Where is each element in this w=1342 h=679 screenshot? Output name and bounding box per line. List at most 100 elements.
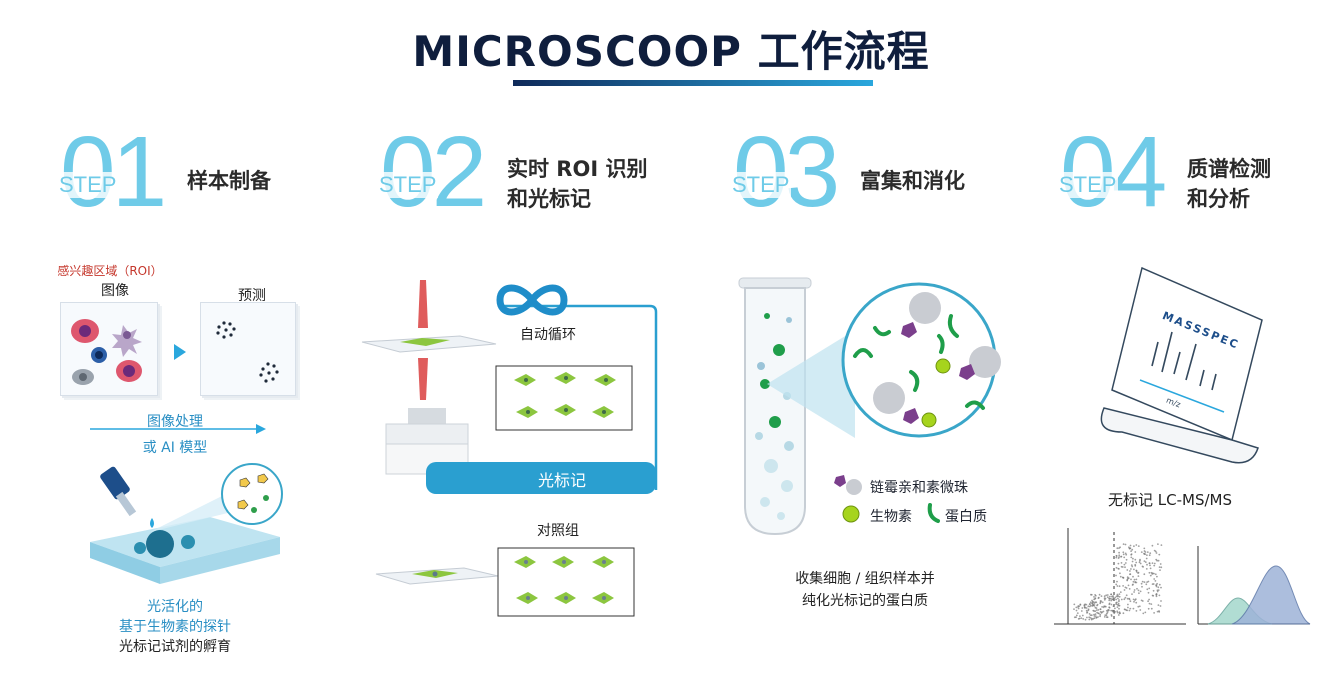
scatter-dot [1093,603,1096,605]
step-1-header: 01 STEP 样本制备 [57,122,360,250]
step-3-header: 03 STEP 富集和消化 [730,122,1033,250]
scatter-dot [1129,544,1132,547]
scatter-dot [1115,603,1118,606]
scatter-dot [1084,618,1087,621]
scatter-dot [1129,600,1132,603]
scatter-dot [1128,598,1131,601]
scatter-dot [1077,605,1080,607]
scatter-dot [1116,593,1119,596]
scatter-dot [1155,584,1157,586]
step-2-title-line1: 实时 ROI 识别 [507,157,648,181]
scatter-dot [1139,590,1142,593]
scatter-dot [1091,617,1093,620]
scatter-dot [1114,596,1117,599]
scatter-dot [1156,610,1159,613]
scatter-dot [1138,561,1141,564]
scatter-dot [1106,594,1109,596]
scatter-dot [1093,596,1095,598]
incubation-icon [90,463,283,584]
scatter-dot [1098,593,1101,596]
step-4-word: STEP [1057,172,1119,198]
scatter-dot [1091,599,1093,602]
scatter-dot [1152,589,1155,592]
scatter-dot [1116,606,1119,608]
scatter-dot [1143,573,1146,576]
bead-legend-label: 链霉亲和素微珠 [870,480,968,496]
scatter-dot [1141,580,1144,583]
scatter-dot [1124,566,1126,569]
scatter-dot [1132,583,1134,586]
scatter-dot [1101,606,1103,608]
cell-image-icon [71,319,142,385]
scatter-dot [1138,592,1140,595]
mass-spec-report-icon [1100,266,1263,464]
scatter-dot [1150,603,1153,605]
predict-label: 预测 [238,288,266,304]
scatter-dot [1137,545,1140,547]
scatter-dot [1122,612,1125,615]
scatter-dot [1144,611,1147,614]
scatter-dot [1115,583,1118,586]
scatter-dot [1115,598,1117,601]
scatter-dot [1099,602,1102,605]
scatter-dot [1094,597,1097,599]
scatter-dot [1110,609,1113,612]
image-card [60,302,158,396]
control-diagram [375,547,635,617]
biotin-legend-icon [842,505,860,523]
prediction-dots-icon [216,321,279,383]
scatter-dot [1153,612,1155,614]
step-4-title: 质谱检测 和分析 [1187,154,1271,214]
scatter-dot [1090,593,1093,596]
scatter-dot [1134,558,1137,561]
scatter-dot [1082,618,1085,620]
scatter-dot [1118,585,1121,588]
scatter-dot [1143,547,1146,550]
scatter-dot [1145,557,1148,560]
scatter-dot [1124,586,1127,589]
scatter-dot [1120,598,1123,601]
scatter-dot [1097,609,1100,611]
scatter-dot [1128,609,1131,612]
scatter-dot [1134,581,1137,583]
biotin-legend-label: 生物素 [870,509,912,525]
scatter-dot [1124,596,1127,599]
scatter-dot [1122,551,1125,554]
scatter-dot [1151,594,1154,597]
scatter-dot [1155,552,1158,554]
protein-legend-label: 蛋白质 [945,509,987,525]
scatter-dot [1135,569,1138,572]
auto-cycle-label: 自动循环 [520,327,576,343]
scatter-dot [1089,614,1092,617]
scatter-dot [1138,605,1141,608]
probe-label-line2: 基于生物素的探针 [119,619,231,635]
scatter-dot [1134,551,1137,553]
scatter-dot [1147,607,1150,610]
scatter-dot [1149,552,1152,555]
scatter-dot [1105,609,1108,612]
scatter-dot [1146,563,1148,566]
scatter-dot [1130,550,1132,552]
scatter-dot [1150,607,1153,610]
step-2-header: 02 STEP 实时 ROI 识别 和光标记 [377,122,680,250]
scatter-dot [1120,555,1122,558]
scatter-dot [1115,574,1117,577]
scatter-dot [1100,595,1103,597]
scatter-dot [1079,604,1082,606]
scatter-dot [1156,590,1159,593]
scatter-dot [1105,616,1108,618]
scatter-dot [1133,545,1135,548]
scatter-dot [1085,609,1088,612]
scatter-dot [1148,587,1151,590]
scatter-dot [1097,596,1100,599]
page-title: MICROSCOOP 工作流程 [412,27,930,76]
title-underline [513,80,873,86]
scatter-dot [1081,607,1084,609]
scatter-dot [1099,613,1102,616]
process-label-line1: 图像处理 [147,414,203,430]
scatter-dot [1159,563,1162,565]
scatter-dot [1157,589,1160,591]
scatter-dot [1112,596,1115,599]
scatter-dot [1084,603,1086,606]
scatter-dot [1127,606,1129,609]
